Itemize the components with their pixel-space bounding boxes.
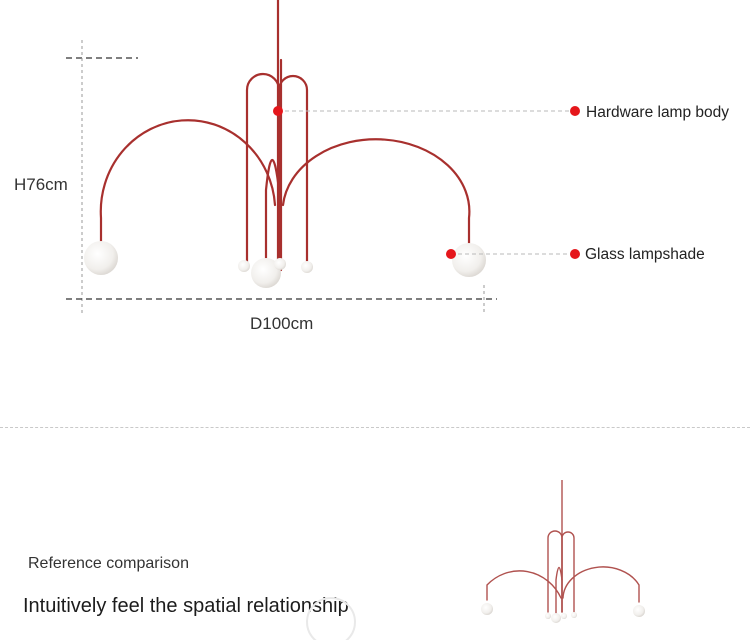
reference-lamp-globes: [481, 603, 645, 623]
reference-title: Reference comparison: [28, 555, 189, 572]
glass-globes: [84, 241, 486, 288]
section-divider: [0, 427, 750, 428]
callout-leaders: [278, 110, 575, 255]
globe-right: [452, 243, 486, 277]
lamp-dimension-diagram: [66, 0, 580, 315]
callout-dot-shade-start: [446, 249, 456, 259]
callout-hardware-lamp-body: Hardware lamp body: [586, 104, 730, 121]
height-label: H76cm: [14, 175, 68, 194]
height-dimension-lines: [66, 40, 138, 315]
lamp-body: [99, 0, 471, 272]
diameter-label: D100cm: [250, 314, 314, 333]
callout-dot-shade-end: [570, 249, 580, 259]
globe-small-1: [238, 260, 250, 272]
callout-dots: [273, 106, 580, 259]
reference-lamp-illustration: [481, 480, 645, 623]
decorative-circle: [306, 597, 356, 640]
reference-subtitle: Intuitively feel the spatial relationshi…: [23, 595, 349, 617]
globe-small-2: [274, 258, 286, 270]
callout-dot-body-end: [570, 106, 580, 116]
globe-center: [251, 258, 281, 288]
callout-dot-body-start: [273, 106, 283, 116]
reference-lamp-body: [486, 480, 640, 616]
diameter-dimension-lines: [66, 285, 497, 315]
callout-glass-lampshade: Glass lampshade: [585, 246, 705, 263]
globe-small-3: [301, 261, 313, 273]
globe-left: [84, 241, 118, 275]
